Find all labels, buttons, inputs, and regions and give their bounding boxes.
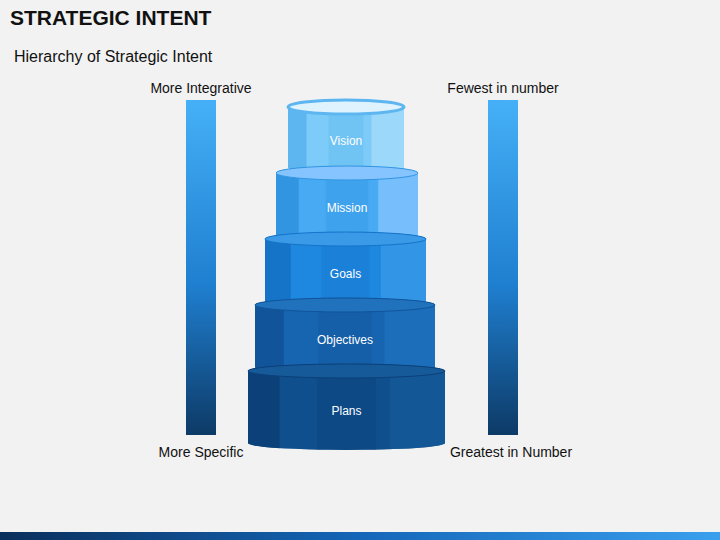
tier-label: Vision bbox=[288, 134, 404, 148]
cylinder-tier: Plans bbox=[248, 364, 445, 450]
cylinder-body bbox=[276, 166, 418, 242]
cylinder-tier: Mission bbox=[276, 166, 418, 242]
cylinder-tier: Objectives bbox=[255, 298, 435, 374]
cylinder-top bbox=[276, 166, 418, 180]
cylinder-tier: Goals bbox=[265, 232, 426, 308]
slide-title: STRATEGIC INTENT bbox=[10, 6, 211, 30]
cylinder-body bbox=[248, 364, 445, 450]
subtitle: Hierarchy of Strategic Intent bbox=[14, 48, 212, 66]
tier-label: Goals bbox=[265, 267, 426, 281]
scale-label: Fewest in number bbox=[447, 80, 558, 96]
tier-label: Objectives bbox=[255, 333, 435, 347]
cylinder-top bbox=[265, 232, 426, 246]
cylinder-top bbox=[255, 298, 435, 312]
cylinder-body bbox=[288, 100, 404, 174]
scale-label: Greatest in Number bbox=[450, 444, 572, 460]
left-gradient-bar bbox=[186, 100, 216, 435]
tier-label: Plans bbox=[248, 404, 445, 418]
cylinder-body bbox=[265, 232, 426, 308]
right-gradient-bar bbox=[488, 100, 518, 435]
cylinder-body bbox=[255, 298, 435, 374]
scale-label: More Integrative bbox=[150, 80, 251, 96]
cylinder-top bbox=[288, 100, 404, 114]
cylinder-top bbox=[248, 364, 445, 378]
scale-label: More Specific bbox=[159, 444, 244, 460]
footer-strip bbox=[0, 532, 720, 540]
cylinder-tier: Vision bbox=[288, 100, 404, 174]
side-shade bbox=[248, 364, 280, 450]
tier-label: Mission bbox=[276, 201, 418, 215]
